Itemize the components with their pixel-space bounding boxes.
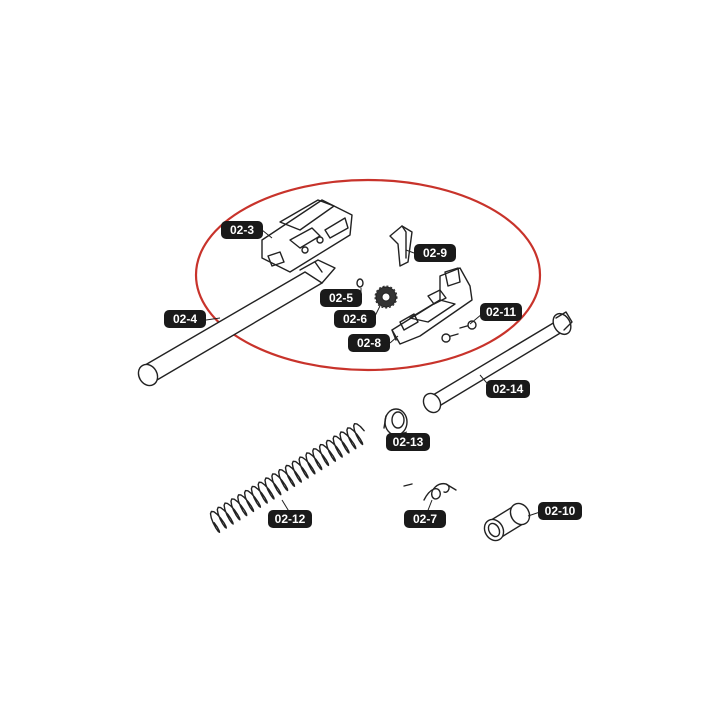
label-02-6: 02-6 xyxy=(334,310,376,328)
part-02-7-small-spring xyxy=(403,482,457,501)
label-02-12-text: 02-12 xyxy=(275,512,306,526)
part-02-9-clip xyxy=(389,225,413,267)
label-02-4-text: 02-4 xyxy=(173,312,197,326)
label-02-5-text: 02-5 xyxy=(329,291,353,305)
part-02-3-hopup-chamber xyxy=(261,199,353,273)
label-02-14-text: 02-14 xyxy=(493,382,524,396)
label-02-6-text: 02-6 xyxy=(343,312,367,326)
label-02-7-text: 02-7 xyxy=(413,512,437,526)
part-02-4-outer-barrel xyxy=(137,259,336,387)
label-02-13: 02-13 xyxy=(386,433,430,451)
label-02-12: 02-12 xyxy=(268,510,312,528)
part-02-8-chamber-lower xyxy=(391,267,473,345)
label-02-13-text: 02-13 xyxy=(393,435,424,449)
label-02-9: 02-9 xyxy=(414,244,456,262)
label-02-3-text: 02-3 xyxy=(230,223,254,237)
part-02-14-guide-rod xyxy=(422,311,573,414)
label-02-3: 02-3 xyxy=(221,221,263,239)
label-02-8: 02-8 xyxy=(348,334,390,352)
part-02-5-pin xyxy=(356,278,364,288)
part-02-11-screws xyxy=(441,320,477,343)
part-02-13-bushing xyxy=(383,408,408,436)
label-02-10: 02-10 xyxy=(538,502,582,520)
label-02-14: 02-14 xyxy=(486,380,530,398)
label-02-8-text: 02-8 xyxy=(357,336,381,350)
part-02-12-recoil-spring xyxy=(209,423,365,533)
part-02-6-hopup-wheel xyxy=(374,285,398,309)
label-02-9-text: 02-9 xyxy=(423,246,447,260)
label-02-11: 02-11 xyxy=(480,303,522,321)
label-02-7: 02-7 xyxy=(404,510,446,528)
label-02-11-text: 02-11 xyxy=(486,305,516,319)
part-02-10-sleeve xyxy=(483,502,531,542)
label-02-4: 02-4 xyxy=(164,310,206,328)
label-02-5: 02-5 xyxy=(320,289,362,307)
highlight-ellipse xyxy=(194,178,542,372)
label-02-10-text: 02-10 xyxy=(545,504,576,518)
